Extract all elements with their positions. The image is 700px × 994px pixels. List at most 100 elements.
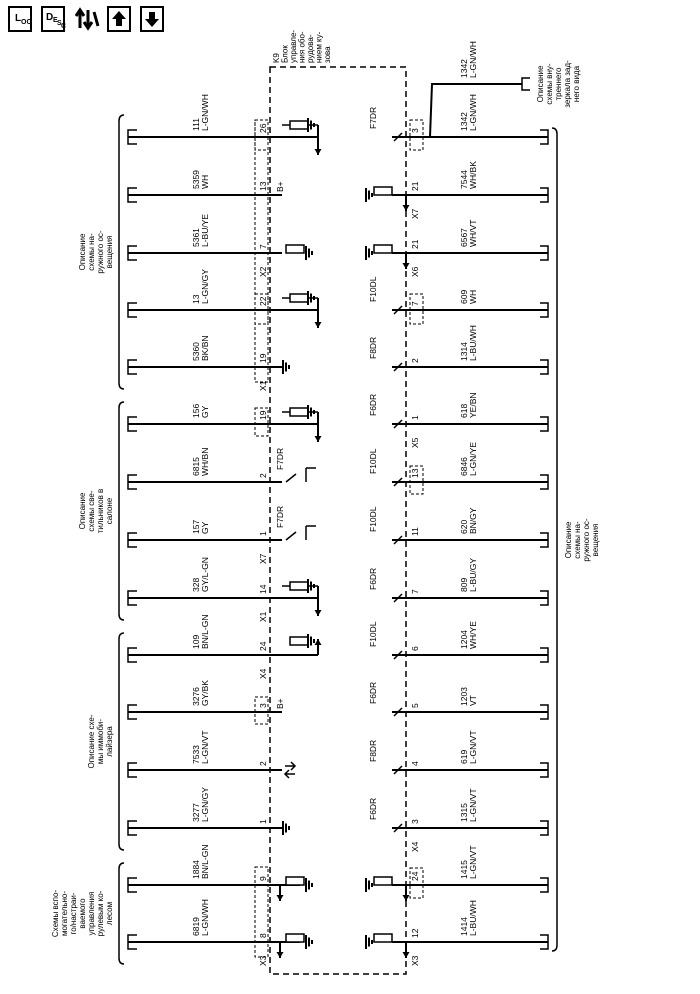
group-label-line: вещения [105, 236, 114, 269]
lamp-symbol [285, 933, 305, 943]
connector-id: X4 [410, 841, 420, 852]
wire-number: 619 [459, 750, 469, 764]
group-brace [118, 632, 125, 851]
fuse-id: F6DR [368, 798, 378, 820]
fuse-contact [393, 305, 403, 315]
pin-number: 1 [410, 415, 420, 420]
pin-number: 12 [410, 928, 420, 938]
connector-id: X1 [258, 380, 268, 391]
connector-frame [254, 407, 269, 437]
arrow-down-icon [145, 12, 159, 27]
wire-number: 157 [191, 520, 201, 534]
fuse-id: F7DR [275, 506, 285, 528]
arrow-head [314, 149, 322, 155]
wire-number: 1884 [191, 860, 201, 879]
pin-number: 9 [258, 876, 268, 881]
desc-sub2: S [57, 20, 62, 27]
right-group-label-line: вещения [591, 524, 600, 557]
harness-bracket [540, 532, 549, 548]
connector-id: X2 [258, 266, 268, 277]
group-label-line: Схемы вспо- [51, 890, 60, 938]
connector-frame-right [409, 867, 424, 899]
wire-color: WH/BK [468, 161, 478, 189]
wire-number: 328 [191, 578, 201, 592]
right-group-label-line: ружного ос- [582, 518, 591, 562]
right-group-label-line: схемы на- [573, 521, 582, 559]
next-page-button[interactable] [140, 6, 164, 32]
harness-bracket [540, 590, 549, 606]
mirror-label-line: треннего [554, 67, 563, 101]
pin-number: 8 [258, 933, 268, 938]
pin-number: 13 [258, 181, 268, 191]
connector-frame-group1 [254, 119, 269, 383]
fuse-id: F8DR [368, 337, 378, 359]
arrows-wrench-icon [74, 7, 100, 31]
pin-number: 3 [410, 819, 420, 824]
wire-color: L-GN/VT [200, 730, 210, 764]
group-label-line: Описание схе- [87, 714, 96, 768]
wire-color: L-GN/WH [468, 94, 478, 131]
harness-bracket [540, 474, 549, 490]
connector-frame-right [409, 465, 424, 495]
location-button[interactable]: L OC [8, 6, 32, 32]
previous-page-button[interactable] [107, 6, 131, 32]
connector-view-button[interactable] [74, 6, 100, 32]
wire-number: 109 [191, 635, 201, 649]
mirror-label-line: схемы вну- [545, 63, 554, 105]
control-module-box[interactable] [269, 66, 407, 975]
fuse-contact [393, 650, 403, 660]
wire-number: 1204 [459, 630, 469, 649]
wire-color: BK/BN [200, 335, 210, 361]
wire-number: 1342 [459, 112, 469, 131]
lamp-symbol [285, 876, 305, 886]
mirror-wire-number: 1342 [459, 59, 469, 78]
description-button[interactable]: D E S C [41, 6, 66, 32]
wire-number: 5360 [191, 342, 201, 361]
connector-id: X5 [410, 437, 420, 448]
mirror-wire-color: L-GN/WH [468, 41, 478, 78]
wire-color: GY [200, 405, 210, 418]
fuse-contact [393, 593, 403, 603]
wire-number: 1314 [459, 342, 469, 361]
group-label-line: ружного ос- [96, 230, 105, 274]
pin-number: 4 [410, 761, 420, 766]
wire-number: 6815 [191, 457, 201, 476]
group-label-line: мы иммоби- [96, 719, 105, 764]
lamp-symbol [373, 244, 393, 254]
fuse-contact [393, 765, 403, 775]
right-group-label-line: Описание [564, 521, 573, 558]
